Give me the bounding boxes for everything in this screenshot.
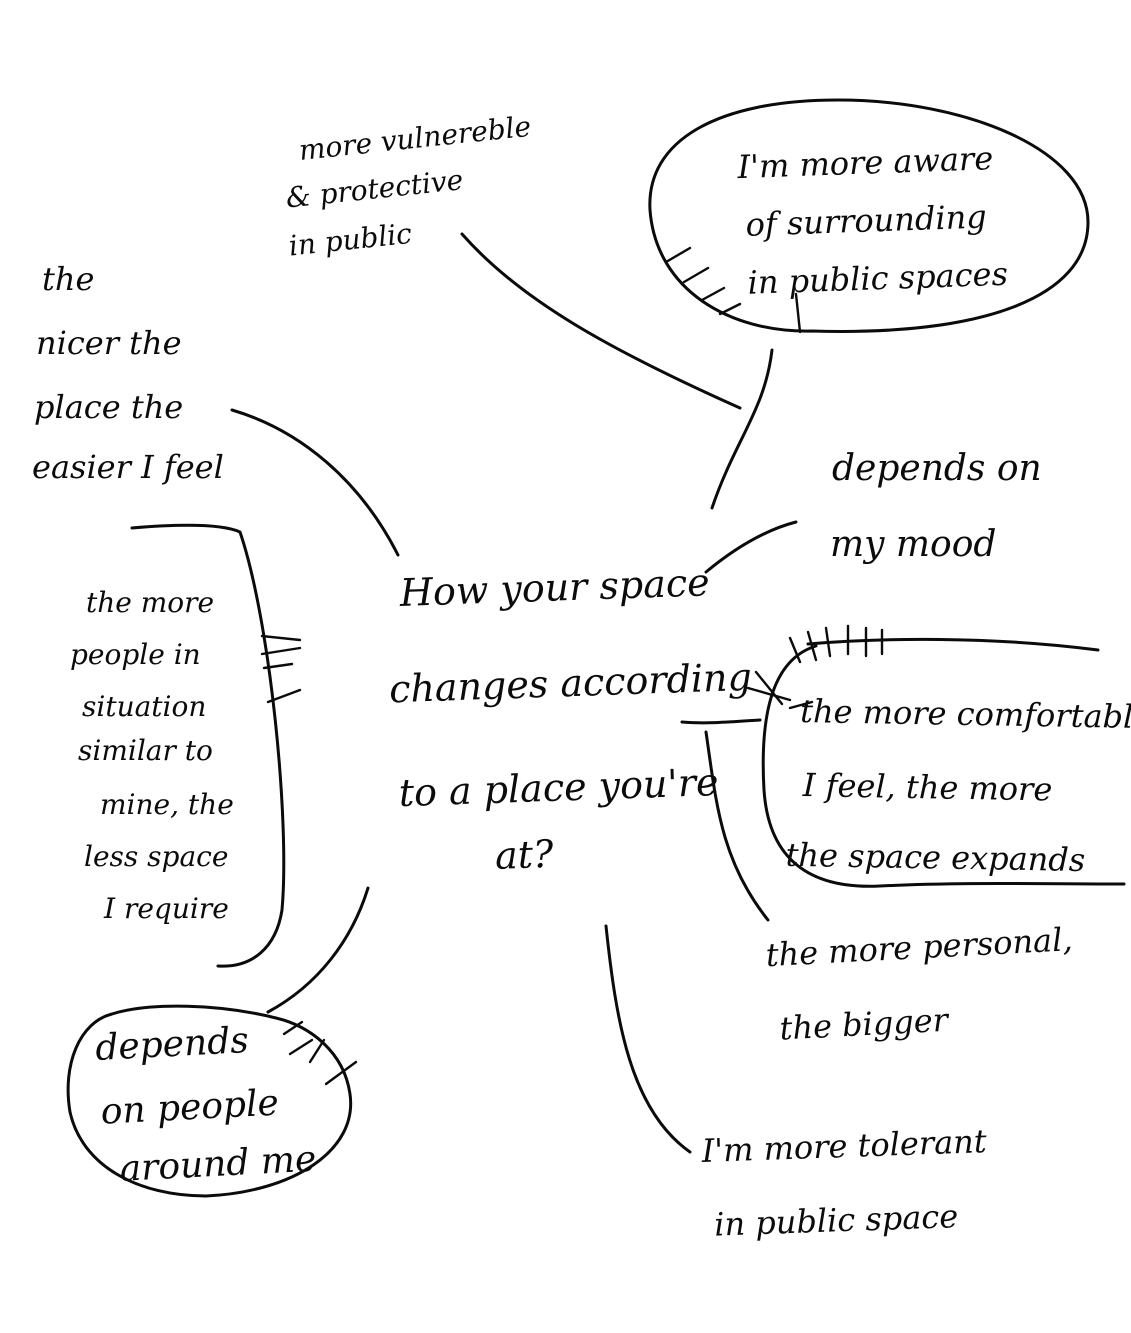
node-line: the space expands — [785, 836, 1085, 879]
node-line: in public — [287, 217, 413, 263]
aware-ticks — [664, 246, 802, 334]
center-line: How your space — [398, 560, 710, 615]
node-line: similar to — [78, 734, 213, 767]
connector-mood — [704, 520, 798, 574]
more-people-bracket — [130, 523, 286, 968]
node-line: place the — [34, 388, 183, 426]
node-line: I'm more tolerant — [700, 1122, 987, 1170]
comfortable-bracket — [761, 637, 1126, 888]
node-line: my mood — [830, 524, 996, 565]
aware-ellipse — [648, 98, 1090, 333]
comfortable-ticks — [746, 624, 884, 710]
node-line: mine, the — [100, 788, 234, 821]
node-comfortable: the more comfortable I feel, the more th… — [785, 692, 1131, 881]
node-line: the more comfortable — [800, 692, 1131, 736]
connector-comfortable — [680, 718, 762, 725]
node-line: around me — [119, 1139, 318, 1190]
connector-aware — [710, 348, 774, 510]
node-line: I feel, the more — [802, 766, 1053, 808]
node-line: the more — [86, 586, 214, 619]
node-line: depends on — [832, 448, 1042, 489]
node-line: people in — [70, 638, 201, 671]
node-line: more vulnereble — [297, 110, 532, 167]
node-line: less space — [84, 840, 228, 873]
node-line: in public spaces — [747, 255, 1009, 302]
node-line: the bigger — [779, 1001, 951, 1048]
node-line: the — [42, 260, 94, 298]
node-line: situation — [82, 690, 206, 723]
connector-tolerant — [604, 924, 692, 1154]
node-personal: the more personal, the bigger — [765, 920, 1088, 1048]
node-aware: I'm more aware of surrounding in public … — [736, 139, 1009, 302]
node-mood: depends on my mood — [830, 448, 1053, 565]
connector-personal — [704, 730, 770, 922]
more-people-ticks — [260, 634, 302, 704]
node-line: & protective — [284, 163, 465, 214]
node-nicer: the nicer the place the easier I feel — [32, 260, 224, 486]
node-line: on people — [100, 1083, 280, 1133]
enclosures — [66, 98, 1126, 1198]
center-line: changes according — [388, 655, 752, 712]
node-more-people: the more people in situation similar to … — [70, 586, 243, 925]
node-line: easier I feel — [32, 448, 224, 486]
connector-nicer — [230, 408, 400, 557]
node-line: depends — [94, 1020, 249, 1069]
node-line: in public space — [714, 1197, 959, 1243]
node-vulnerable: more vulnereble & protective in public — [277, 109, 551, 263]
connector-vulnerable — [460, 232, 742, 410]
node-line: nicer the — [36, 324, 182, 362]
node-line: I'm more aware — [736, 139, 994, 186]
center-line: to a place you're — [398, 760, 719, 815]
node-line: the more personal, — [765, 920, 1074, 974]
connectors — [230, 232, 798, 1154]
center-question: How your space changes according to a pl… — [385, 558, 771, 881]
node-line: I require — [103, 892, 229, 925]
node-people-around: depends on people around me — [94, 1017, 317, 1191]
node-tolerant: I'm more tolerant in public space — [700, 1122, 1000, 1244]
people-around-ticks — [282, 1020, 358, 1086]
people-around-ellipse — [66, 1004, 353, 1198]
connector-people-around — [266, 886, 370, 1014]
tick-marks — [260, 246, 884, 1086]
center-line: at? — [494, 832, 554, 878]
node-line: of surrounding — [745, 197, 987, 243]
